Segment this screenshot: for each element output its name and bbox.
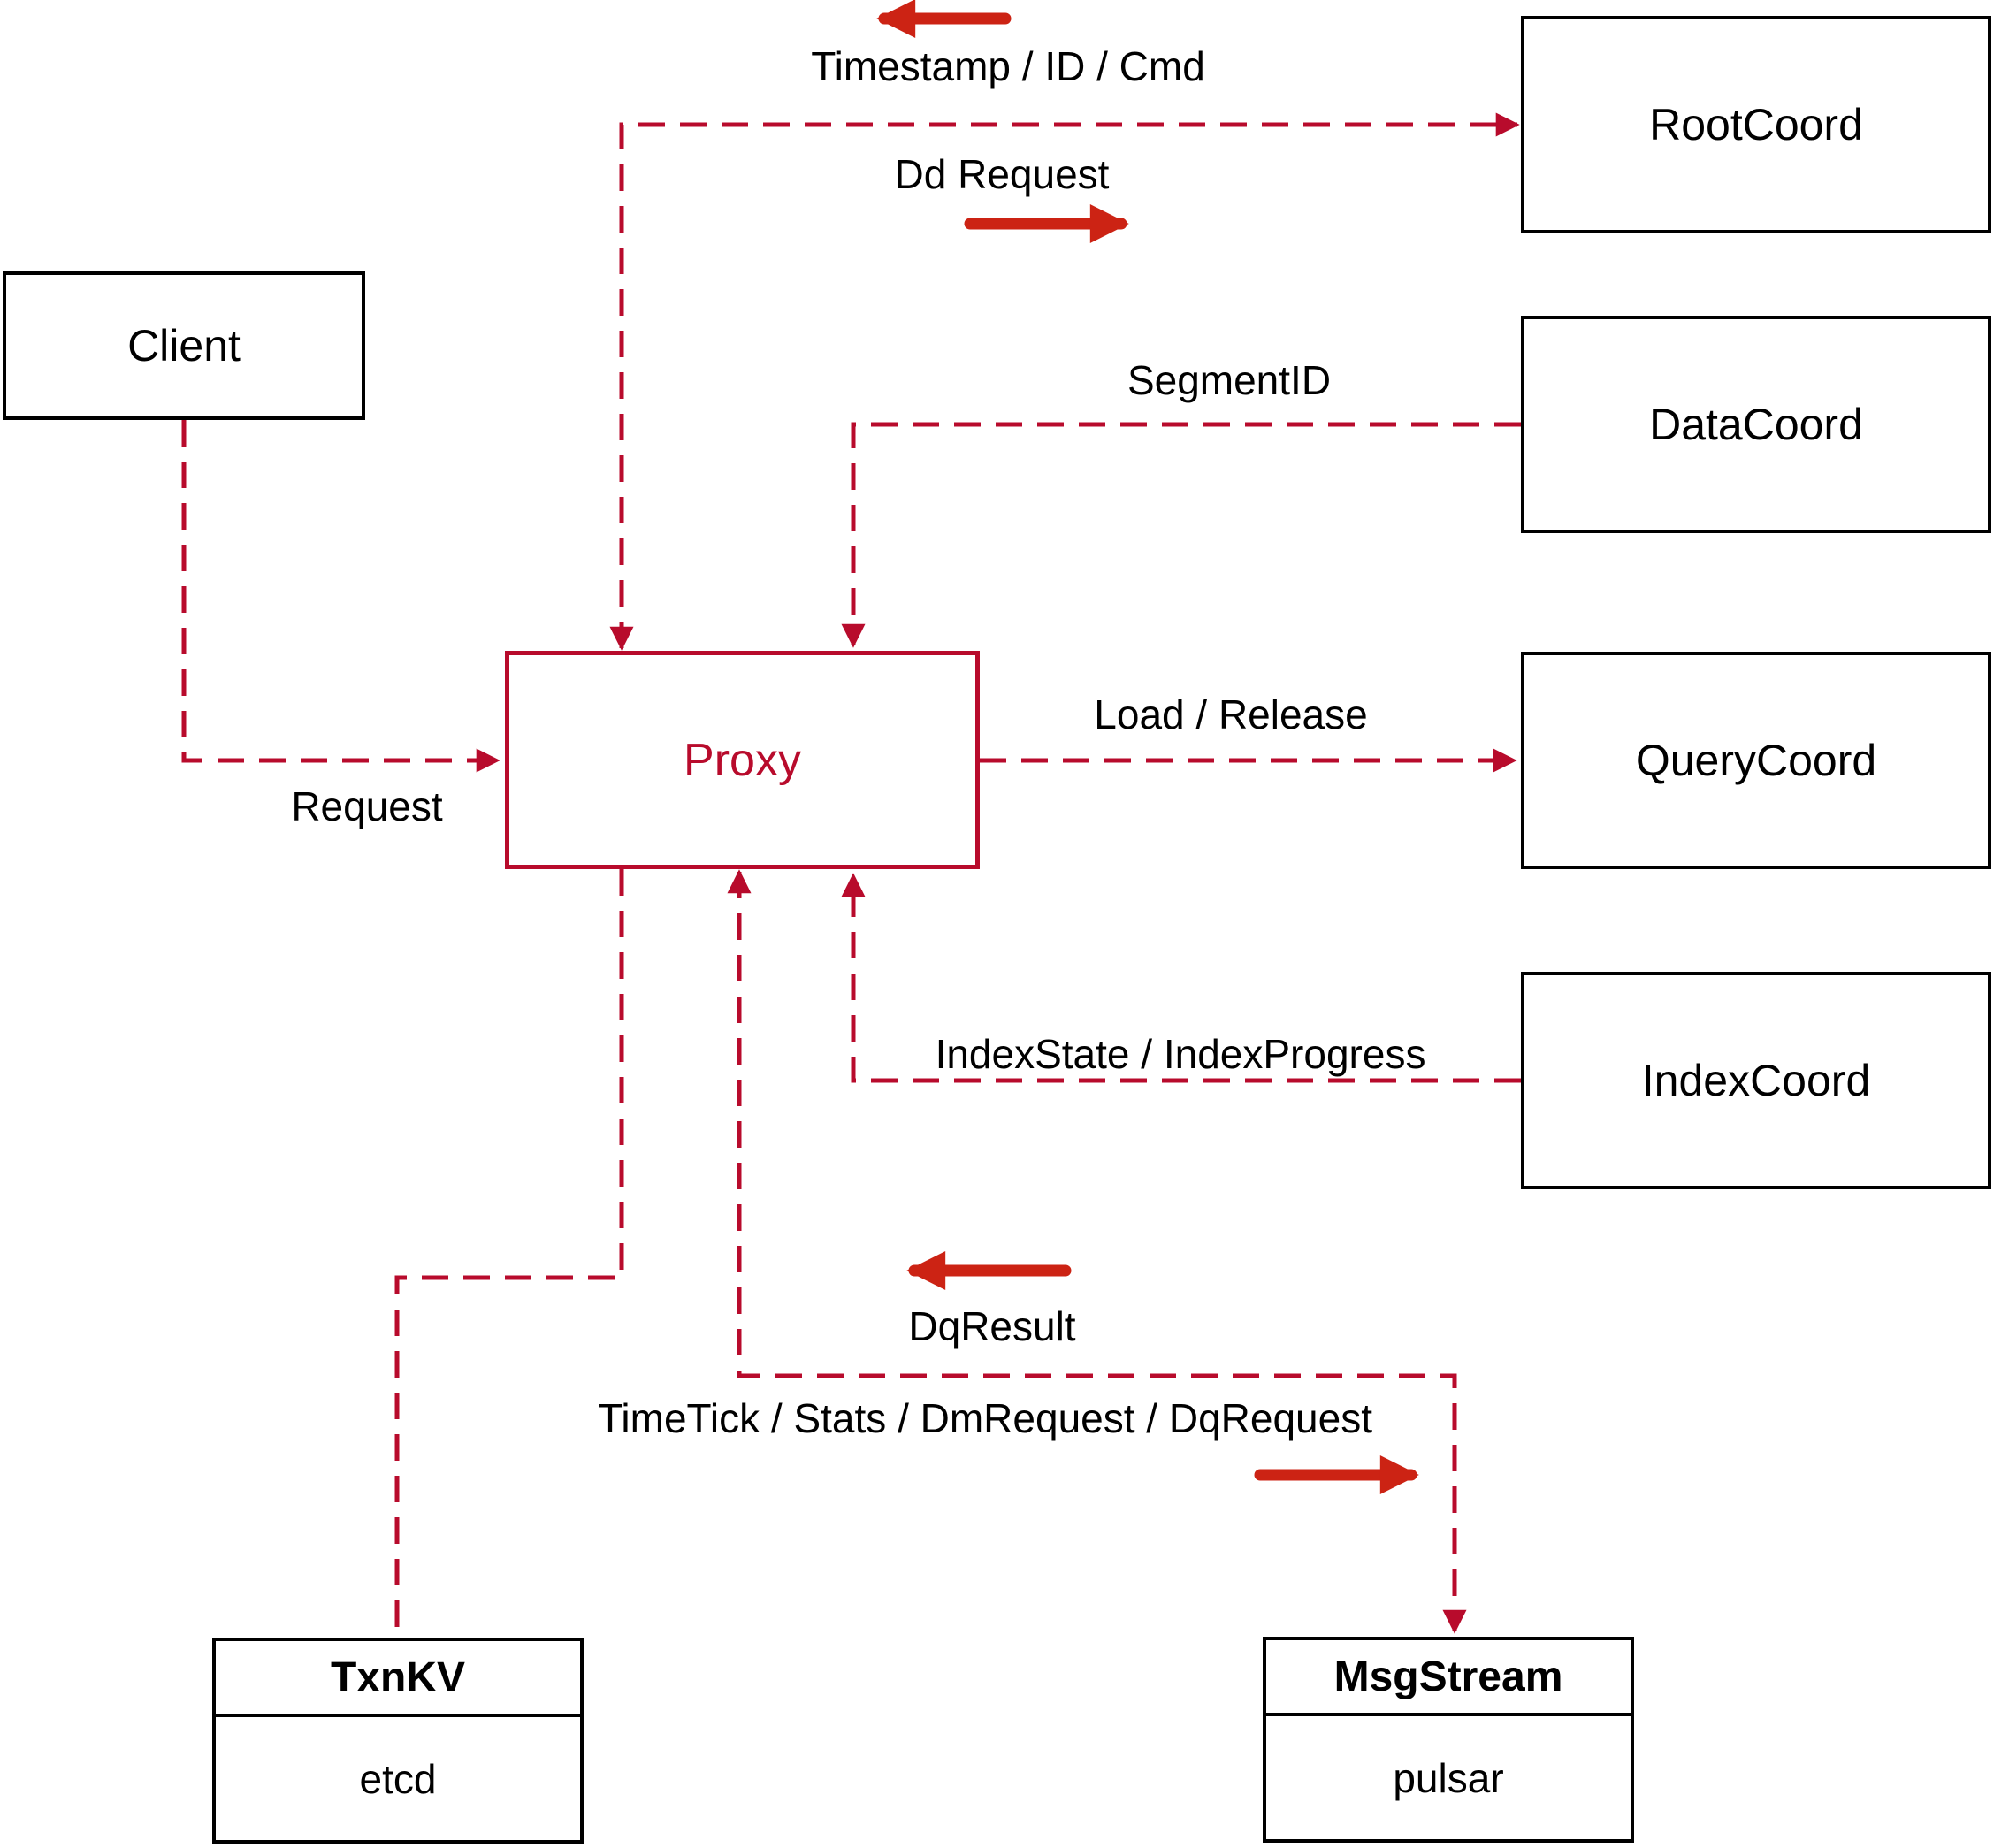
node-msgstream-subtitle: pulsar [1393, 1754, 1504, 1801]
edge-proxy-msgstream [727, 869, 1467, 1634]
edge-label-request: Request [291, 783, 443, 829]
edge-label-dd-request: Dd Request [894, 151, 1110, 197]
edge-datacoord-proxy [841, 422, 1521, 648]
edge-label-timetick-stats: TimeTick / Stats / DmRequest / DqRequest [598, 1395, 1372, 1441]
node-proxy-label: Proxy [684, 734, 801, 786]
node-txnkv-title: TxnKV [216, 1641, 580, 1717]
node-client-label: Client [127, 321, 241, 370]
edge-label-dq-result: DqResult [908, 1303, 1076, 1349]
node-querycoord-label: QueryCoord [1635, 736, 1877, 785]
edge-label-index-state-progress: IndexState / IndexProgress [935, 1031, 1426, 1077]
node-proxy: Proxy [505, 651, 980, 869]
edge-label-timestamp-id-cmd: Timestamp / ID / Cmd [811, 43, 1205, 89]
edge-proxy-rootcoord [609, 112, 1520, 651]
node-client: Client [3, 271, 365, 420]
edge-label-load-release: Load / Release [1094, 691, 1368, 737]
node-indexcoord: IndexCoord [1521, 972, 1991, 1189]
edge-label-segment-id: SegmentID [1127, 357, 1332, 403]
edge-client-proxy [181, 420, 500, 773]
node-txnkv: TxnKV etcd [212, 1638, 584, 1844]
node-rootcoord: RootCoord [1521, 16, 1991, 233]
node-datacoord: DataCoord [1521, 316, 1991, 533]
node-msgstream: MsgStream pulsar [1263, 1637, 1634, 1843]
node-msgstream-title: MsgStream [1266, 1640, 1631, 1716]
edge-proxy-txnkv [394, 869, 624, 1638]
node-querycoord: QueryCoord [1521, 652, 1991, 869]
node-rootcoord-label: RootCoord [1649, 100, 1863, 149]
node-datacoord-label: DataCoord [1649, 400, 1863, 449]
node-indexcoord-label: IndexCoord [1641, 1056, 1871, 1105]
node-txnkv-subtitle: etcd [359, 1755, 437, 1802]
